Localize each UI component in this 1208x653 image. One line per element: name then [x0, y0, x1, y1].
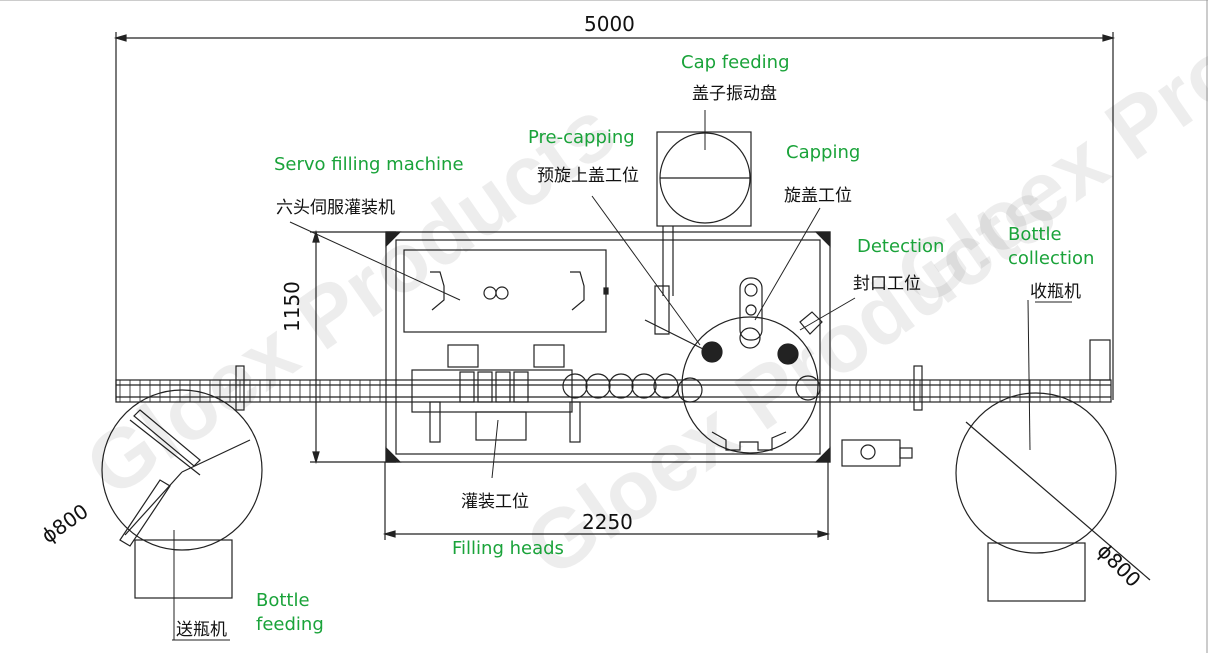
- bottle-feeding-cn-label: 送瓶机: [176, 620, 227, 640]
- frame-width-dimension: 2250: [582, 510, 633, 534]
- machine-frame: [385, 231, 831, 463]
- star-wheel: [644, 277, 823, 454]
- filling-heads-label: Filling heads: [452, 538, 564, 559]
- servo-filling-cn-label: 六头伺服灌装机: [276, 198, 395, 218]
- leader-lines: [172, 110, 1072, 641]
- overall-width-dimension: 5000: [584, 12, 635, 36]
- bottle-feeding-label-2: feeding: [256, 614, 324, 635]
- detection-cn-label: 封口工位: [853, 274, 921, 294]
- control-box: [841, 439, 913, 467]
- left-turntable: [101, 389, 263, 599]
- bottle-collection-cn-label: 收瓶机: [1030, 282, 1081, 302]
- dimension-5000: [113, 32, 1116, 400]
- dimension-1150: [310, 229, 396, 465]
- frame-height-dimension: 1150: [280, 281, 304, 332]
- filling-heads-assembly: [411, 344, 679, 443]
- bottle-feeding-label-1: Bottle: [256, 590, 310, 611]
- cap-feeding-cn-label: 盖子振动盘: [692, 84, 777, 104]
- conveyor-belt: [115, 339, 1112, 411]
- bottle-collection-label-1: Bottle: [1008, 224, 1062, 245]
- pre-capping-cn-label: 预旋上盖工位: [537, 166, 639, 186]
- dimension-2250: [382, 462, 831, 540]
- pre-capping-label: Pre-capping: [528, 127, 635, 148]
- bottle-collection-label-2: collection: [1008, 248, 1095, 269]
- capping-cn-label: 旋盖工位: [784, 186, 852, 206]
- servo-filling-label: Servo filling machine: [274, 154, 464, 175]
- cap-feeding-label: Cap feeding: [681, 52, 790, 73]
- right-turntable: [955, 392, 1151, 602]
- filling-heads-cn-label: 灌装工位: [461, 492, 529, 512]
- detection-label: Detection: [857, 236, 945, 257]
- cap-feeder-bowl: [656, 131, 752, 296]
- capping-label: Capping: [786, 142, 861, 163]
